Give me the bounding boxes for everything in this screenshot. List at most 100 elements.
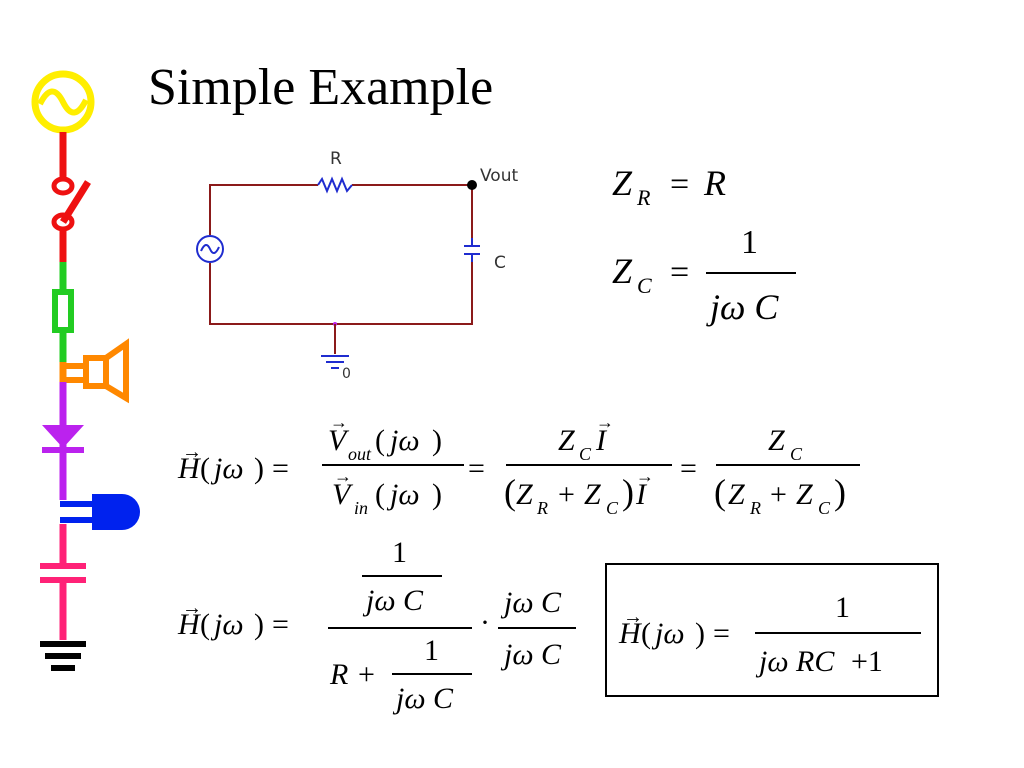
svg-text:→: → — [182, 441, 202, 463]
impedance-equations: Z R = R Z C = 1 jω C — [612, 163, 796, 327]
svg-text:H: H — [177, 608, 202, 641]
svg-text:jω C: jω C — [706, 287, 779, 327]
svg-text:=: = — [670, 166, 689, 203]
transfer-function-equation: H → ( jω ) = V → out ( jω ) V → in ( jω … — [177, 412, 860, 518]
slide-title: Simple Example — [148, 59, 494, 116]
speaker-icon — [59, 338, 129, 404]
svg-text:Z: Z — [728, 478, 745, 511]
svg-text:C: C — [818, 498, 831, 518]
svg-text:jω C: jω C — [500, 638, 562, 671]
svg-text:→: → — [330, 412, 348, 432]
svg-text:=: = — [272, 608, 289, 641]
svg-text:Z: Z — [558, 424, 575, 457]
svg-text:): ) — [622, 472, 634, 512]
rc-circuit-diagram: R Vout C 0 — [196, 149, 518, 382]
svg-text:→: → — [623, 606, 643, 628]
svg-text:→: → — [182, 597, 202, 619]
resistor-label: R — [330, 149, 342, 169]
svg-text:I: I — [595, 424, 608, 457]
ac-source-symbol — [196, 235, 224, 263]
svg-text:(: ( — [200, 452, 210, 485]
svg-text:Z: Z — [516, 478, 533, 511]
zr-equation: Z R = R — [612, 163, 726, 210]
svg-text:H: H — [618, 617, 643, 650]
svg-text:R: R — [636, 185, 651, 210]
diode-icon — [42, 382, 84, 500]
svg-text:Z: Z — [612, 251, 633, 291]
resistor-symbol — [317, 176, 353, 194]
zc-equation: Z C = 1 jω C — [612, 224, 796, 327]
svg-text:(: ( — [714, 472, 726, 512]
svg-text:R: R — [703, 163, 726, 203]
svg-text:=: = — [272, 452, 289, 485]
svg-text:C: C — [579, 444, 592, 464]
svg-text:V: V — [332, 478, 354, 511]
svg-text:C: C — [606, 498, 619, 518]
svg-text:→: → — [636, 466, 654, 486]
svg-text:in: in — [354, 498, 368, 518]
ground-symbol — [321, 322, 349, 369]
svg-text:): ) — [834, 472, 846, 512]
svg-text:=: = — [468, 452, 485, 485]
final-result-box: H → ( jω ) = 1 jω RC +1 — [605, 563, 939, 697]
svg-text:Z: Z — [584, 478, 601, 511]
svg-text:1: 1 — [741, 224, 758, 261]
svg-text:(: ( — [504, 472, 516, 512]
svg-text:(: ( — [641, 617, 651, 650]
svg-text:(: ( — [375, 478, 385, 511]
svg-text:C: C — [790, 444, 803, 464]
svg-text:R: R — [536, 498, 548, 518]
svg-text:·: · — [480, 606, 490, 639]
svg-text:C: C — [637, 273, 652, 298]
component-icon-strip — [31, 70, 140, 671]
fuse-icon — [52, 262, 74, 362]
svg-text:jω C: jω C — [392, 682, 454, 715]
svg-text:): ) — [695, 617, 705, 650]
svg-text:Z: Z — [796, 478, 813, 511]
ac-source-icon — [31, 70, 95, 134]
svg-text:1: 1 — [835, 591, 850, 624]
svg-text:R: R — [329, 658, 348, 691]
svg-text:jω: jω — [386, 478, 420, 511]
switch-icon — [51, 132, 91, 262]
svg-text:Z: Z — [612, 163, 633, 203]
svg-text:): ) — [254, 452, 264, 485]
output-label: Vout — [480, 166, 518, 186]
svg-text:jω: jω — [386, 424, 420, 457]
svg-text:→: → — [334, 466, 352, 486]
output-node — [467, 180, 477, 190]
ground-label: 0 — [342, 366, 351, 382]
ground-icon — [40, 641, 86, 671]
svg-text:): ) — [432, 478, 442, 511]
svg-text:=: = — [713, 617, 730, 650]
svg-text:I: I — [635, 478, 648, 511]
svg-text:): ) — [432, 424, 442, 457]
svg-text:R: R — [749, 498, 761, 518]
svg-text:(: ( — [375, 424, 385, 457]
svg-text:1: 1 — [392, 536, 407, 569]
svg-text:+: + — [358, 658, 375, 691]
svg-text:jω RC: jω RC — [755, 645, 835, 678]
svg-text:jω: jω — [210, 452, 244, 485]
circuit-wires — [209, 184, 473, 325]
svg-text:=: = — [680, 452, 697, 485]
final-result-equation: H → ( jω ) = 1 jω RC +1 — [618, 591, 921, 678]
led-icon — [60, 494, 140, 530]
svg-text:jω: jω — [210, 608, 244, 641]
capacitor-label: C — [494, 253, 506, 273]
svg-text:1: 1 — [424, 634, 439, 667]
svg-text:jω: jω — [651, 617, 685, 650]
svg-text:out: out — [348, 444, 372, 464]
svg-text:+: + — [558, 478, 575, 511]
svg-text:+1: +1 — [851, 645, 883, 678]
svg-text:→: → — [596, 412, 614, 432]
transfer-function-derivation: H → ( jω ) = 1 jω C R + 1 jω C · jω C jω… — [177, 536, 576, 715]
svg-text:H: H — [177, 452, 202, 485]
capacitor-symbol — [464, 238, 480, 262]
svg-text:V: V — [328, 424, 350, 457]
svg-text:): ) — [254, 608, 264, 641]
svg-text:Z: Z — [768, 424, 785, 457]
capacitor-icon — [40, 524, 86, 640]
svg-text:+: + — [770, 478, 787, 511]
svg-text:jω C: jω C — [500, 586, 562, 619]
